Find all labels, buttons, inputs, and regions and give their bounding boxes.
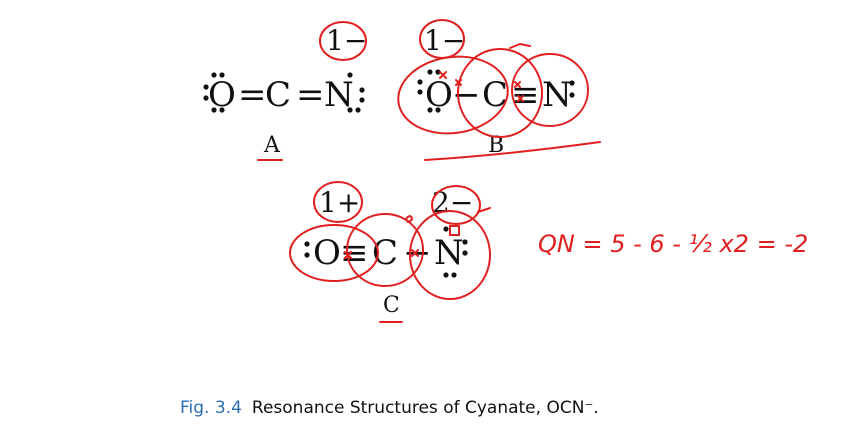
bond-cn: −: [403, 233, 432, 273]
electron-box-mark: [449, 225, 460, 236]
atom-o: O: [208, 75, 236, 115]
carbon-domain-circle: [457, 48, 543, 138]
ink-stroke: [405, 214, 414, 223]
lone-pair-dot: [359, 97, 365, 103]
ink-stroke: [509, 42, 531, 49]
electron-x-mark: [411, 249, 419, 257]
structure-label: C: [383, 293, 400, 318]
bond-cn: ≡: [511, 75, 540, 115]
lone-pair-dot: [569, 92, 575, 98]
lone-pair-dot: [443, 272, 449, 278]
atom-n: N: [542, 75, 572, 115]
lone-pair-dot: [435, 69, 441, 75]
figure-number: Fig. 3.4: [180, 398, 242, 418]
charge-circle: [313, 181, 363, 223]
bond-oc: ≡: [340, 233, 369, 273]
caption-text: Resonance Structures of Cyanate, OCN⁻.: [251, 398, 599, 418]
structure-label: A: [263, 133, 281, 158]
figure-caption: Fig. 3.4 Resonance Structures of Cyanate,…: [180, 398, 599, 418]
formal-charge-note: QN = 5 - 6 - ½ x2 = -2: [538, 230, 808, 258]
lone-pair-dot: [417, 89, 423, 95]
bond-cn: =: [296, 75, 325, 115]
lone-pair-dot: [359, 87, 365, 93]
annotations-a: [257, 21, 367, 161]
lone-pair-dot: [304, 252, 310, 258]
atom-c: C: [372, 233, 398, 273]
lone-pair-dot: [203, 95, 209, 101]
structure-label: B: [488, 133, 504, 158]
lone-pair-dot: [355, 107, 361, 113]
structure-b: O − C ≡ N 1− B: [417, 24, 575, 158]
underline-mark: [424, 141, 601, 161]
lone-pair-dot: [219, 107, 225, 113]
charge-circle: [431, 185, 481, 225]
oxygen-domain-circle: [289, 224, 379, 282]
lone-pair-dot: [347, 107, 353, 113]
lone-pair-dot: [203, 84, 209, 90]
lone-pair-dot: [417, 79, 423, 85]
lone-pair-dot: [219, 72, 225, 78]
lone-pair-dot: [427, 107, 433, 113]
electron-x-mark: [455, 79, 462, 86]
charge-label-o: 1+: [319, 186, 360, 219]
electron-x-mark: [514, 81, 521, 88]
bond-oc: =: [238, 75, 267, 115]
atom-o: O: [313, 233, 341, 273]
lone-pair-dot: [211, 72, 217, 78]
lone-pair-dot: [435, 107, 441, 113]
lone-pair-dot: [443, 226, 449, 232]
structure-a: O = C = N 1− A: [203, 24, 367, 158]
atom-c: C: [265, 75, 291, 115]
lone-pair-dot: [462, 250, 468, 256]
lone-pair-dot: [427, 69, 433, 75]
nitrogen-domain-circle: [511, 53, 589, 127]
lone-pair-dot: [304, 241, 310, 247]
lone-pair-dot: [211, 107, 217, 113]
atom-n: N: [434, 233, 464, 273]
nitrogen-domain-circle: [409, 210, 491, 300]
atom-o: O: [425, 75, 453, 115]
annotations-c: [289, 181, 491, 323]
lone-pair-dot: [462, 239, 468, 245]
ink-stroke: [477, 207, 491, 213]
electron-x-mark: [517, 95, 524, 102]
atom-c: C: [482, 75, 508, 115]
lone-pair-dot: [347, 72, 353, 78]
lone-pair-dot: [569, 80, 575, 86]
lone-pair-dot: [451, 272, 457, 278]
carbon-domain-circle: [346, 213, 424, 287]
electron-x-mark: [439, 71, 447, 79]
annotations-b: [397, 19, 601, 161]
electron-x-mark: [344, 251, 352, 259]
oxygen-domain-circle: [397, 55, 509, 135]
charge-circle: [319, 21, 367, 61]
